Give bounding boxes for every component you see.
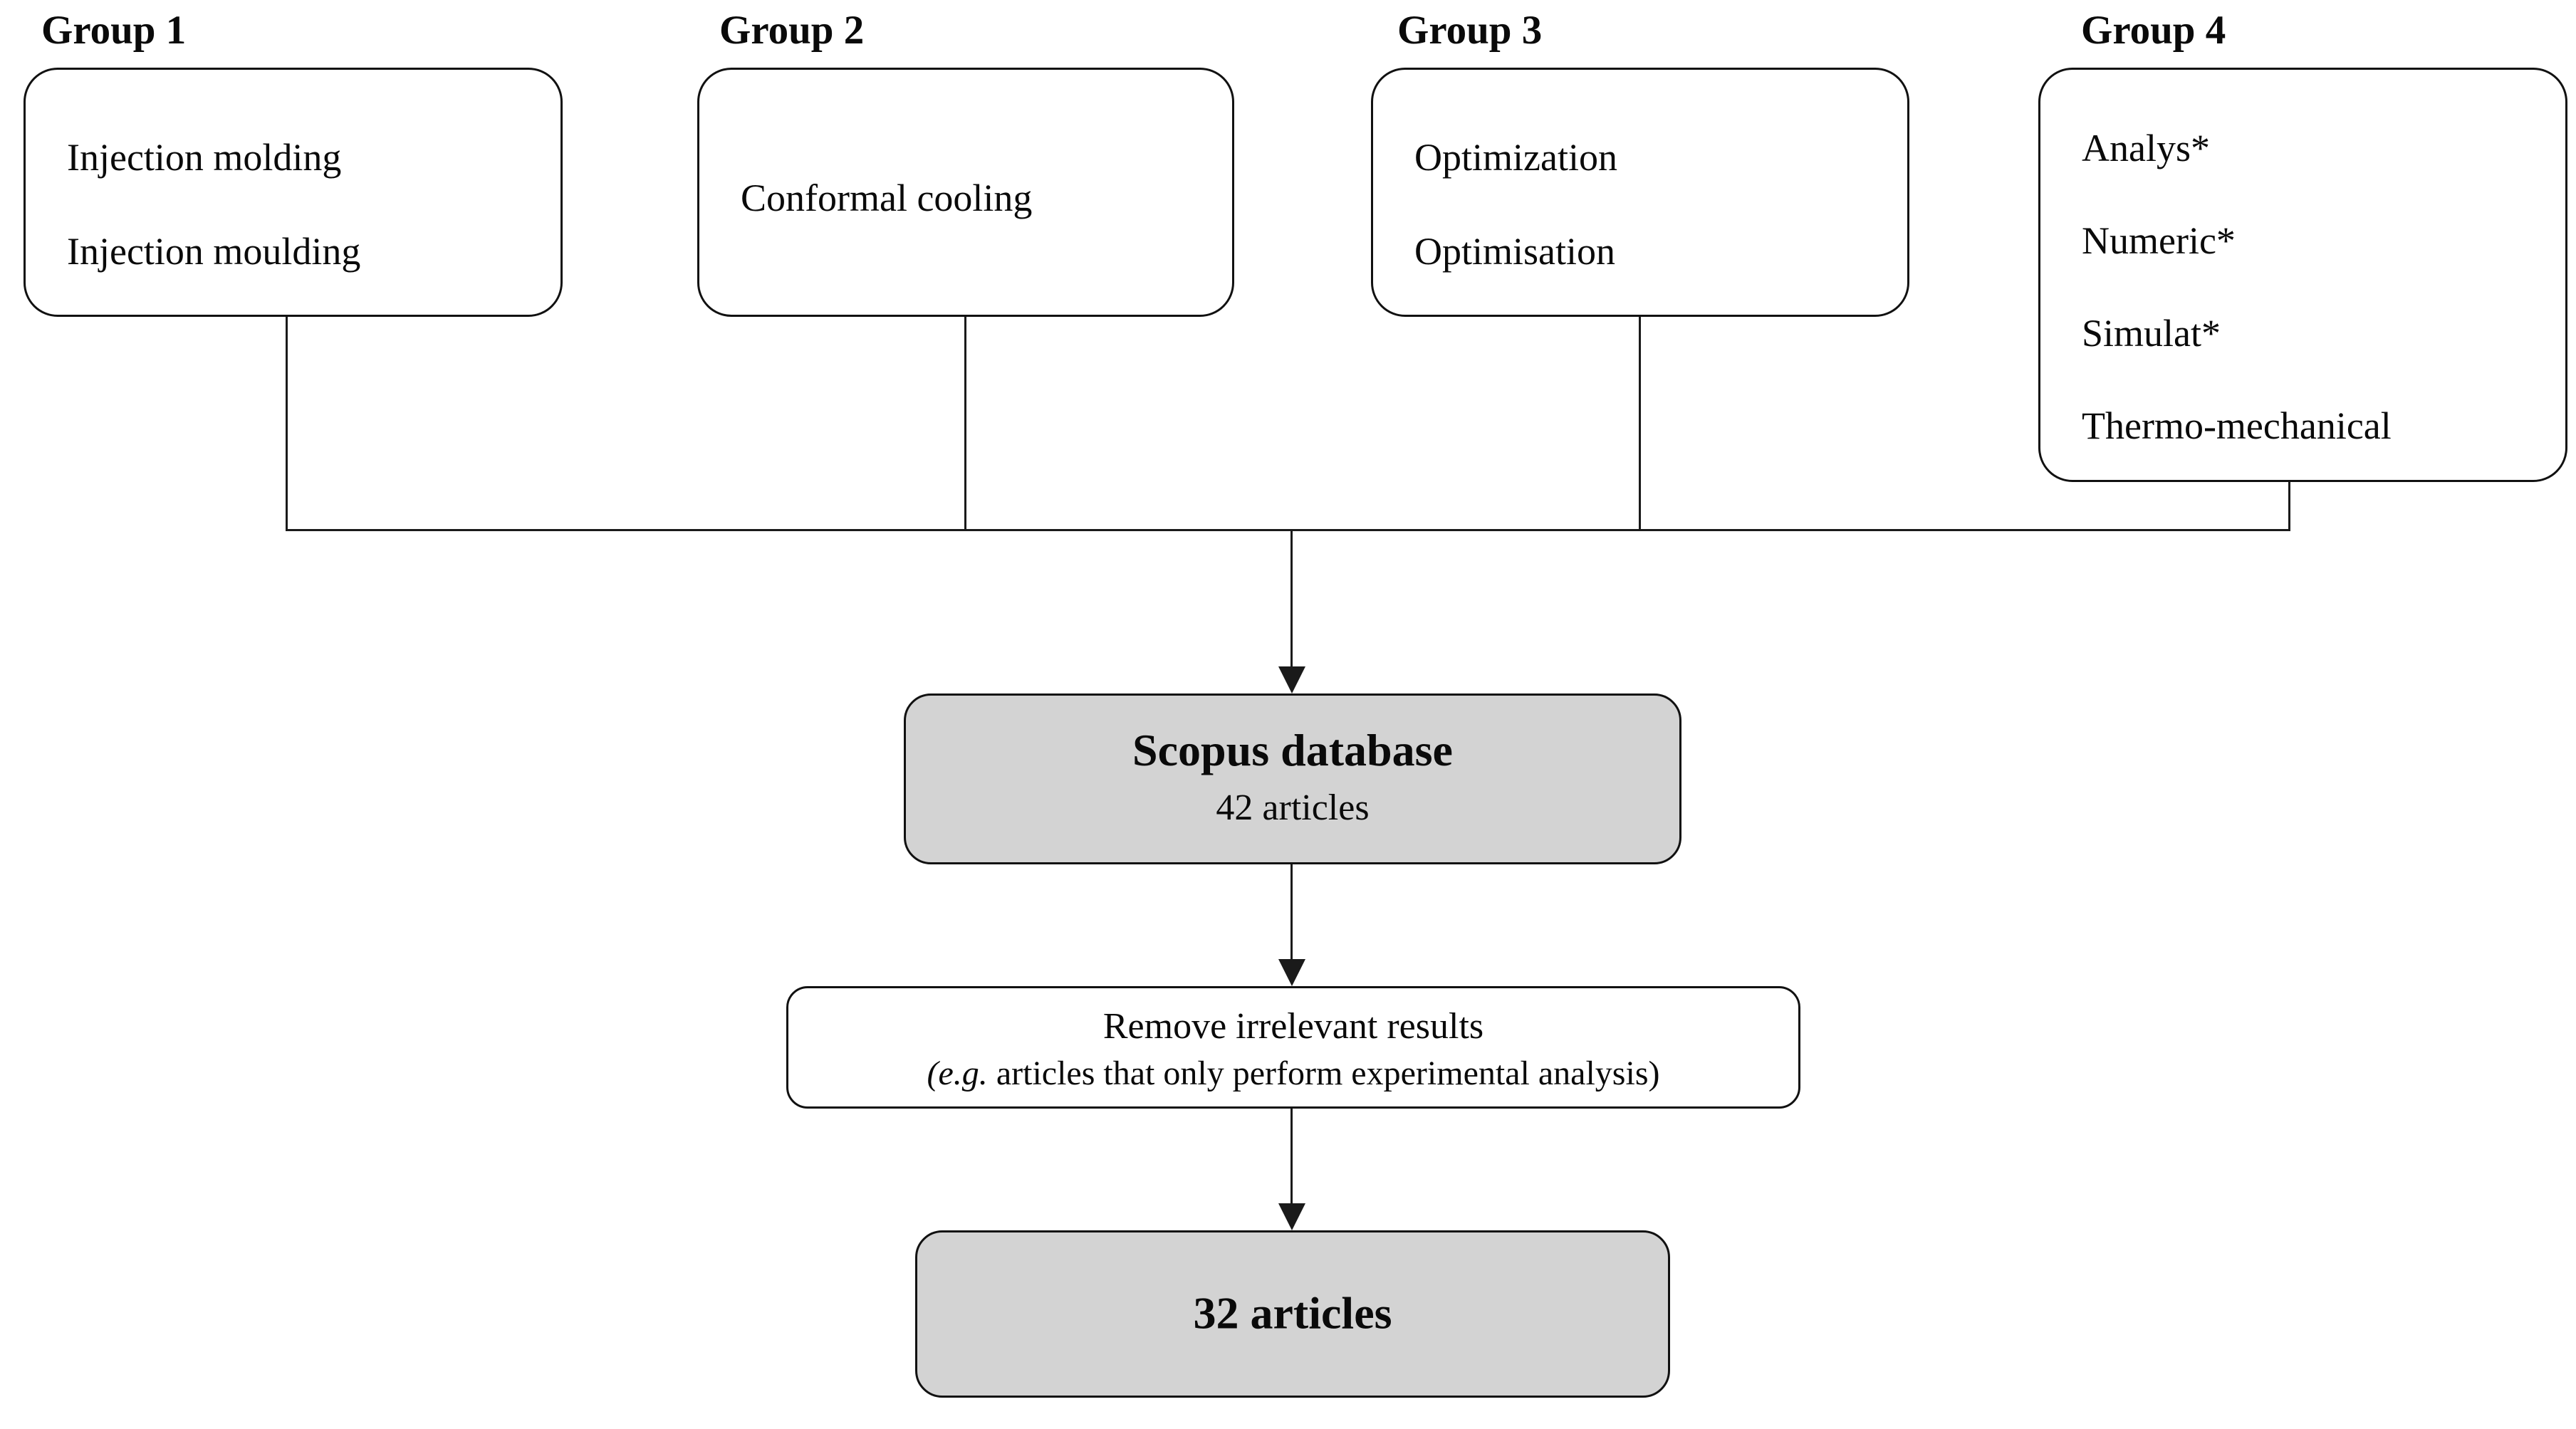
group2-drop-line [964, 317, 966, 529]
arrow-line-to-filter [1290, 864, 1293, 961]
group4-keyword-1: Analys* [2082, 127, 2210, 169]
group4-keyword-2: Numeric* [2082, 219, 2236, 262]
group1-keyword-1: Injection molding [67, 136, 342, 179]
filter-step-line2-rest: articles that only perform experimental … [987, 1054, 1660, 1092]
group2-header: Group 2 [719, 8, 865, 53]
database-title: Scopus database [1132, 725, 1453, 775]
arrow-line-to-result [1290, 1109, 1293, 1205]
arrow-line-to-database [1290, 529, 1293, 669]
arrow-down-icon [1278, 666, 1305, 693]
group4-header: Group 4 [2081, 8, 2226, 53]
group4-keyword-3: Simulat* [2082, 312, 2221, 355]
group3-keywords-box: Optimization Optimisation [1371, 68, 1909, 317]
group3-keyword-1: Optimization [1414, 136, 1617, 179]
filter-step-box: Remove irrelevant results (e.g. articles… [786, 986, 1800, 1109]
group4-drop-line [2288, 482, 2290, 529]
arrow-down-icon [1278, 959, 1305, 986]
group1-drop-line [286, 317, 288, 529]
group2-keywords-box: Conformal cooling [697, 68, 1234, 317]
group4-keywords-box: Analys* Numeric* Simulat* Thermo-mechani… [2038, 68, 2567, 482]
group3-keyword-2: Optimisation [1414, 230, 1615, 273]
database-subtitle: 42 articles [1216, 787, 1370, 828]
group3-drop-line [1639, 317, 1641, 529]
group1-keyword-2: Injection moulding [67, 230, 361, 273]
group1-keywords-box: Injection molding Injection moulding [24, 68, 563, 317]
group1-header: Group 1 [41, 8, 187, 53]
result-box: 32 articles [915, 1230, 1670, 1398]
database-box: Scopus database 42 articles [904, 693, 1681, 864]
group3-header: Group 3 [1397, 8, 1543, 53]
group4-keyword-4: Thermo-mechanical [2082, 404, 2392, 447]
filter-step-line1: Remove irrelevant results [1102, 1006, 1484, 1047]
filter-step-line2-italic: (e.g. [927, 1054, 988, 1092]
merge-horizontal-line [286, 529, 2290, 531]
filter-step-line2: (e.g. articles that only perform experim… [788, 1054, 1798, 1093]
result-title: 32 articles [1193, 1287, 1392, 1339]
group2-keyword-1: Conformal cooling [741, 177, 1033, 219]
arrow-down-icon [1278, 1203, 1305, 1230]
